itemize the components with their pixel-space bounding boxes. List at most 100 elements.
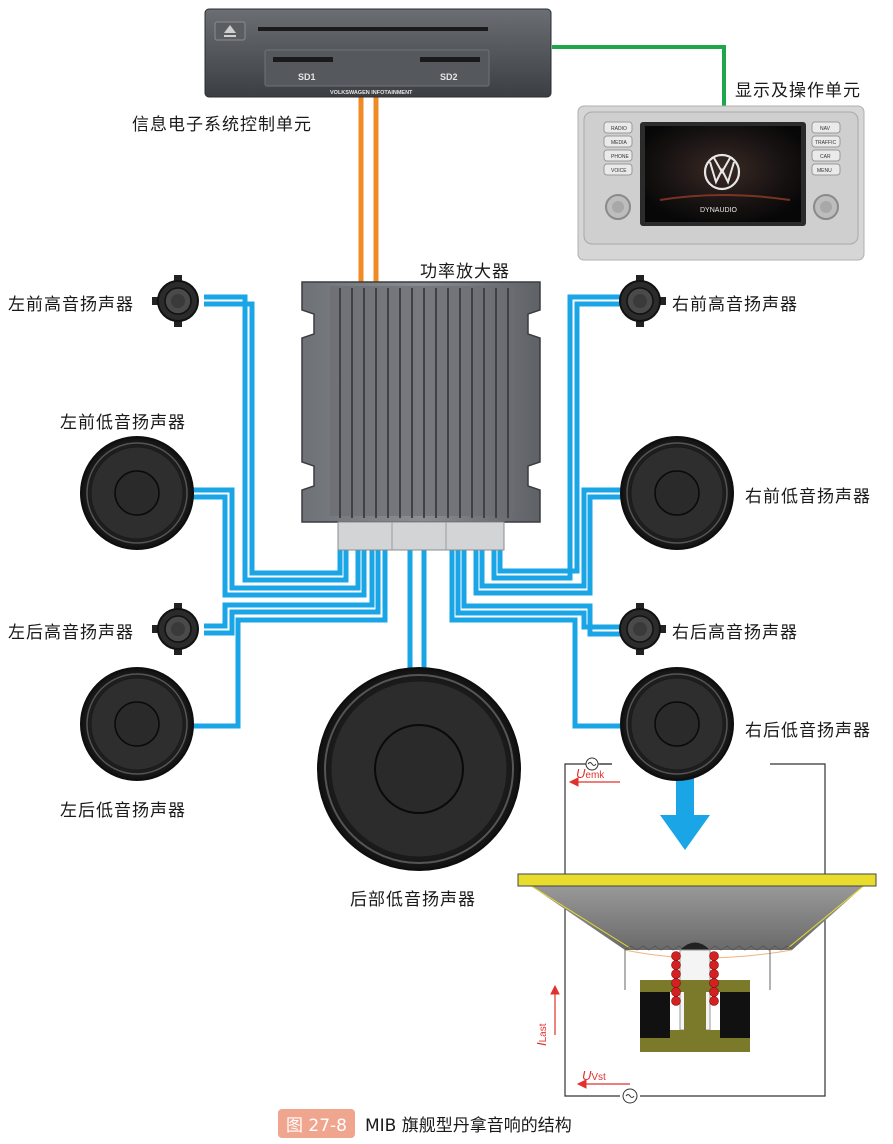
nav-button[interactable] — [811, 121, 841, 134]
right-rear-woofer-label: 右后低音扬声器 — [745, 721, 871, 741]
right-rear-tweeter — [619, 603, 666, 655]
cone-edge — [787, 883, 867, 949]
gap-fill — [670, 1030, 684, 1038]
u-vst-arrowhead — [576, 1079, 587, 1089]
coil-winding — [671, 987, 681, 997]
speaker-cross-section: Uemk ILast UVst — [517, 757, 877, 1104]
rear-subwoofer-label: 后部低音扬声器 — [350, 890, 476, 910]
wire-left-rear-tweeter-b — [204, 548, 381, 636]
wire-left-front-woofer-a — [192, 487, 361, 591]
display-unit-label: 显示及操作单元 — [735, 81, 861, 101]
head-unit: SD1 SD2 VOLKSWAGEN INFOTAINMENT — [204, 8, 552, 98]
menu-button[interactable] — [811, 163, 841, 176]
coil-winding — [671, 969, 681, 979]
traffic-button-label: TRAFFIC — [815, 140, 836, 146]
circuit-wire — [640, 763, 826, 1097]
traffic-button[interactable] — [811, 135, 841, 148]
car-button-label: CAR — [820, 154, 831, 160]
phone-button-label: PHONE — [611, 154, 629, 160]
display-cable — [552, 45, 726, 106]
media-button[interactable] — [603, 135, 633, 148]
voice-button-label: VOICE — [611, 168, 627, 174]
right-rear-woofer — [620, 667, 734, 781]
left-rear-woofer-label: 左后低音扬声器 — [60, 801, 186, 821]
wiring — [192, 45, 726, 850]
left-front-woofer-label: 左前低音扬声器 — [60, 413, 186, 433]
disc-slot[interactable] — [258, 27, 488, 31]
screen-glow — [659, 194, 791, 201]
right-front-tweeter-label: 右前高音扬声器 — [672, 295, 798, 315]
media-button-label: MEDIA — [611, 140, 628, 146]
i-last-label: ILast — [534, 1023, 549, 1046]
wire-right-front-tweeter-b — [497, 301, 622, 574]
cone — [528, 884, 866, 950]
radio-button-label: RADIO — [611, 126, 627, 132]
wire-left-rear-woofer-a — [192, 548, 388, 729]
coil-winding — [709, 996, 719, 1006]
wire-right-front-tweeter-a — [491, 294, 622, 581]
display-unit: DYNAUDIO RADIO MEDIA PHONE VOICE NAV TRA… — [577, 105, 865, 261]
left-rear-woofer — [80, 667, 194, 781]
wire-right-rear-tweeter-a — [461, 548, 622, 637]
coil-winding — [709, 978, 719, 988]
left-rear-tweeter-label: 左后高音扬声器 — [8, 623, 134, 643]
head-unit-brand: VOLKSWAGEN INFOTAINMENT — [330, 90, 413, 96]
wire-left-front-tweeter-b — [204, 301, 343, 576]
coil-winding — [709, 951, 719, 961]
coil-winding — [709, 987, 719, 997]
wire-left-front-tweeter-a — [204, 294, 349, 583]
back-plate — [640, 1038, 750, 1052]
sd1-slot[interactable] — [273, 57, 333, 62]
left-knob-center — [612, 201, 624, 213]
top-plate — [640, 980, 750, 992]
right-knob-center — [820, 201, 832, 213]
pole-piece — [684, 992, 706, 1038]
voice-button[interactable] — [603, 163, 633, 176]
right-front-tweeter — [619, 275, 666, 327]
wire-right-front-woofer-b — [473, 494, 622, 596]
left-rear-tweeter — [152, 603, 199, 655]
amplifier — [301, 281, 541, 551]
magnet-right — [720, 992, 750, 1038]
frame-rim — [517, 873, 877, 887]
cone-edge — [527, 883, 631, 949]
coil-winding — [709, 969, 719, 979]
emf-tilde — [587, 762, 597, 766]
dust-cap — [680, 942, 710, 950]
head-unit-label: 信息电子系统控制单元 — [132, 115, 312, 135]
sd2-slot[interactable] — [420, 57, 480, 62]
eject-icon[interactable] — [224, 25, 236, 33]
coil-winding — [671, 996, 681, 1006]
coil-winding — [671, 951, 681, 961]
figure-title: MIB 旗舰型丹拿音响的结构 — [365, 1115, 572, 1136]
coil-winding — [671, 960, 681, 970]
rear-subwoofer — [317, 667, 521, 871]
radio-button[interactable] — [603, 121, 633, 134]
nav-button-label: NAV — [820, 126, 831, 132]
supply-tilde — [625, 1094, 635, 1098]
sd2-label: SD2 — [440, 72, 458, 82]
car-button[interactable] — [811, 149, 841, 162]
vw-logo-icon — [703, 153, 741, 191]
u-vst-label: UVst — [582, 1068, 606, 1083]
vw-logo-v — [713, 157, 731, 175]
figure-caption: 图 27-8 MIB 旗舰型丹拿音响的结构 — [278, 1108, 572, 1138]
i-last-arrowhead — [550, 984, 560, 995]
sd1-label: SD1 — [298, 72, 316, 82]
left-front-tweeter-label: 左前高音扬声器 — [8, 295, 134, 315]
right-front-woofer — [620, 436, 734, 550]
screen-brand: DYNAUDIO — [700, 207, 738, 214]
wire-left-rear-tweeter-a — [204, 548, 375, 629]
down-arrow-icon — [660, 815, 710, 850]
left-front-tweeter — [152, 275, 199, 327]
u-emk-label: Uemk — [576, 766, 605, 781]
figure-number: 图 27-8 — [278, 1108, 355, 1138]
phone-button[interactable] — [603, 149, 633, 162]
wire-right-rear-tweeter-b — [455, 548, 622, 630]
gap-fill — [706, 1030, 720, 1038]
amplifier-label: 功率放大器 — [420, 262, 510, 282]
right-front-woofer-label: 右前低音扬声器 — [745, 487, 871, 507]
coil-winding — [671, 978, 681, 988]
menu-button-label: MENU — [817, 168, 832, 174]
amp-connector — [337, 521, 505, 551]
